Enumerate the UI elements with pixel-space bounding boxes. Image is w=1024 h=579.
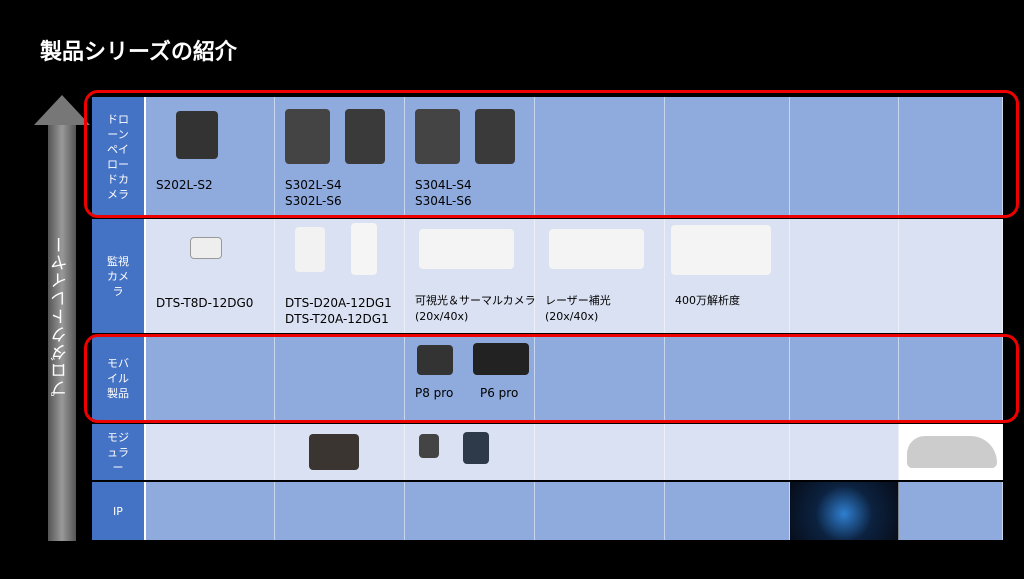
product-label: S304L-S4 S304L-S6 xyxy=(415,178,472,208)
product-label: DTS-D20A-12DG1 DTS-T20A-12DG1 xyxy=(285,296,392,326)
row-header: ドローンペイロードカメラ xyxy=(92,97,146,217)
product-layer-arrow: プロダクトレイヤー xyxy=(34,95,90,541)
matrix-cell xyxy=(275,482,405,540)
matrix-cell: DTS-D20A-12DG1 DTS-T20A-12DG1 xyxy=(275,219,405,333)
product-label: S302L-S4 S302L-S6 xyxy=(285,178,342,208)
row-surveillance: 監視カメラ DTS-T8D-12DG0 DTS-D20A-12DG1 DTS-T… xyxy=(92,219,1003,333)
product-image xyxy=(907,436,997,468)
row-header: IP xyxy=(92,482,146,540)
row-mobile: モバイル製品 P8 pro P6 pro xyxy=(92,335,1003,422)
row-header: モジュラー xyxy=(92,424,146,480)
matrix-cell xyxy=(665,335,790,422)
product-image xyxy=(351,223,377,275)
matrix-cell: S202L-S2 xyxy=(146,97,275,217)
matrix-cell xyxy=(665,482,790,540)
row-ip: IP xyxy=(92,482,1003,540)
matrix-cell xyxy=(899,219,1003,333)
matrix-cell xyxy=(535,335,665,422)
matrix-cell xyxy=(146,335,275,422)
product-label: 可視光＆サーマルカメラ (20x/40x) xyxy=(415,294,536,323)
matrix-cell: 400万解析度 xyxy=(665,219,790,333)
arrow-up-icon xyxy=(34,95,90,125)
matrix-cell xyxy=(899,97,1003,217)
product-label: P6 pro xyxy=(480,386,519,400)
product-image xyxy=(417,345,453,375)
product-image xyxy=(285,109,330,164)
page-title: 製品シリーズの紹介 xyxy=(40,40,237,65)
product-image xyxy=(463,432,489,464)
matrix-cell xyxy=(665,97,790,217)
matrix-cell xyxy=(790,424,899,480)
product-image xyxy=(473,343,529,375)
matrix-cell xyxy=(146,482,275,540)
product-image xyxy=(419,434,439,458)
row-drone-payload: ドローンペイロードカメラ S202L-S2 S302L-S4 S302L-S6 … xyxy=(92,97,1003,217)
product-image xyxy=(190,237,222,259)
axis-label: プロダクトレイヤー xyxy=(51,235,71,397)
matrix-cell xyxy=(790,219,899,333)
product-label: S202L-S2 xyxy=(156,178,213,192)
matrix-cell xyxy=(275,335,405,422)
matrix-cell xyxy=(790,335,899,422)
product-image xyxy=(415,109,460,164)
product-label: レーザー補光 (20x/40x) xyxy=(545,294,611,323)
matrix-cell xyxy=(790,97,899,217)
matrix-cell xyxy=(405,424,535,480)
product-image xyxy=(549,229,644,269)
matrix-cell xyxy=(405,482,535,540)
product-image xyxy=(176,111,218,159)
matrix-cell xyxy=(275,424,405,480)
product-image xyxy=(295,227,325,272)
matrix-cell xyxy=(535,97,665,217)
matrix-cell: P8 pro P6 pro xyxy=(405,335,535,422)
matrix-cell xyxy=(899,424,1003,480)
product-label: 400万解析度 xyxy=(675,294,740,307)
product-image xyxy=(671,225,771,275)
matrix-cell: S302L-S4 S302L-S6 xyxy=(275,97,405,217)
matrix-cell xyxy=(535,424,665,480)
row-module: モジュラー xyxy=(92,424,1003,480)
row-header: モバイル製品 xyxy=(92,335,146,422)
matrix-cell xyxy=(146,424,275,480)
product-image xyxy=(475,109,515,164)
product-label: P8 pro xyxy=(415,386,454,400)
matrix-cell: DTS-T8D-12DG0 xyxy=(146,219,275,333)
matrix-cell xyxy=(665,424,790,480)
highlight-mobile-row xyxy=(84,334,1019,423)
matrix-cell: レーザー補光 (20x/40x) xyxy=(535,219,665,333)
matrix-cell: 可視光＆サーマルカメラ (20x/40x) xyxy=(405,219,536,333)
matrix-cell: S304L-S4 S304L-S6 xyxy=(405,97,535,217)
matrix-cell xyxy=(790,482,899,540)
matrix-cell xyxy=(535,482,665,540)
highlight-drone-row xyxy=(84,90,1019,218)
product-image xyxy=(345,109,385,164)
product-image xyxy=(309,434,359,470)
product-label: DTS-T8D-12DG0 xyxy=(156,296,254,310)
product-image xyxy=(419,229,514,269)
product-matrix: ドローンペイロードカメラ S202L-S2 S302L-S4 S302L-S6 … xyxy=(92,97,1003,540)
matrix-cell xyxy=(899,335,1003,422)
row-header: 監視カメラ xyxy=(92,219,146,333)
matrix-cell xyxy=(899,482,1003,540)
